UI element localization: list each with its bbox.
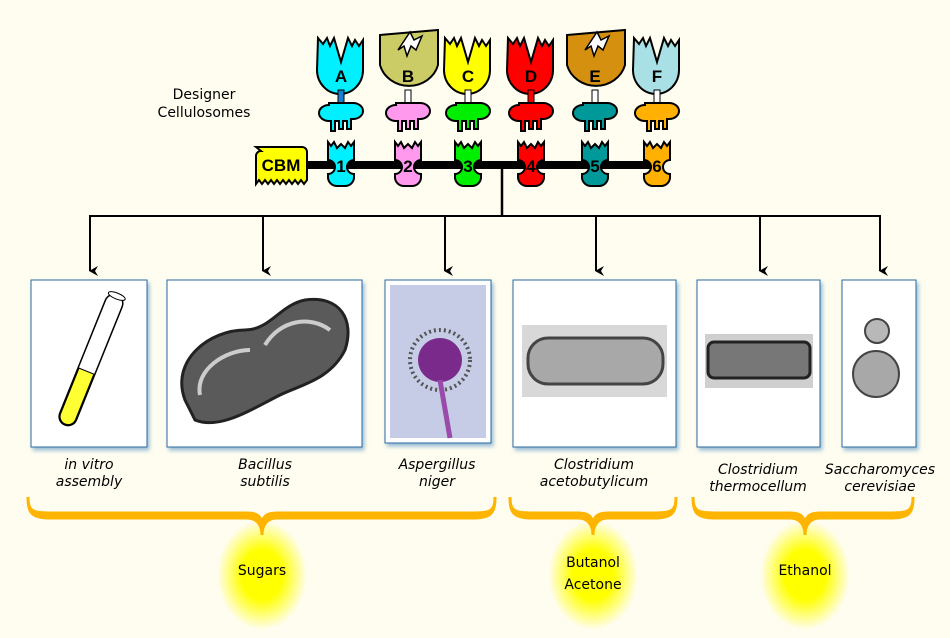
module-b: B2 xyxy=(379,28,439,188)
enzyme-a-shape xyxy=(315,35,364,95)
product-line-1: Sugars xyxy=(238,563,286,579)
dockerin-e xyxy=(572,102,618,132)
cohesin-3 xyxy=(454,139,482,188)
enzyme-label: D xyxy=(525,67,537,86)
enzyme-label: E xyxy=(589,67,600,86)
enzyme-label: F xyxy=(652,67,662,86)
module-a: A1 xyxy=(315,35,364,188)
aspergillus-micrograph xyxy=(390,285,486,439)
host-name-line-1: Saccharomyces xyxy=(825,462,935,478)
dockerin-b xyxy=(385,102,431,132)
enzyme-label: C xyxy=(462,67,474,86)
title-line-1: Designer xyxy=(173,87,236,103)
enzyme-b-shape xyxy=(379,28,439,87)
linker xyxy=(527,89,535,104)
glow xyxy=(760,520,850,630)
host-name-line-1: in vitro xyxy=(64,457,113,473)
product-line-2: Acetone xyxy=(564,577,621,593)
cohesin-label: 6 xyxy=(652,157,661,176)
cohesin-label: 1 xyxy=(336,157,345,176)
host-name-line-2: subtilis xyxy=(240,474,290,490)
linker xyxy=(337,89,345,104)
host-name-line-2: thermocellum xyxy=(709,479,807,495)
brace xyxy=(26,496,497,536)
catalytic-cleft-icon xyxy=(397,30,424,59)
brace xyxy=(508,496,678,536)
cohesin-6 xyxy=(643,139,671,188)
clostridium-acetobutylicum-micrograph xyxy=(522,325,667,397)
enzyme-e-shape xyxy=(566,28,626,87)
cohesin-label: 4 xyxy=(526,157,536,176)
glow xyxy=(217,520,307,630)
cbm-label: CBM xyxy=(262,156,301,175)
dockerin-c xyxy=(445,102,491,132)
cohesin-4 xyxy=(517,139,545,188)
dockerin-a xyxy=(318,102,364,132)
cbm-module: CBM xyxy=(253,146,308,187)
clostridium-thermocellum-micrograph xyxy=(705,334,813,388)
linker xyxy=(404,89,412,104)
module-f: F6 xyxy=(631,35,680,188)
enzyme-d-shape xyxy=(505,35,554,95)
enzyme-c-shape xyxy=(442,35,491,95)
cohesin-1 xyxy=(327,139,355,188)
brace xyxy=(691,496,915,536)
enzyme-label: B xyxy=(402,67,414,86)
host-name-line-1: Aspergillus xyxy=(398,457,476,473)
host-name-line-2: cerevisiae xyxy=(844,479,915,495)
cohesin-label: 5 xyxy=(590,157,599,176)
dockerin-d xyxy=(508,102,554,132)
yeast-micrograph xyxy=(852,318,900,398)
cohesin-5 xyxy=(581,139,609,188)
host-name-line-1: Clostridium xyxy=(554,457,634,473)
arrows xyxy=(89,216,888,276)
dockerin-f xyxy=(634,102,680,132)
panel-in-vitro xyxy=(30,279,148,448)
host-name-line-2: acetobutylicum xyxy=(540,474,648,490)
linker xyxy=(591,89,599,104)
product-group: Ethanol xyxy=(691,496,915,630)
linker xyxy=(653,89,661,104)
cohesin-2 xyxy=(394,139,422,188)
host-name-line-2: niger xyxy=(419,474,456,490)
product-line-1: Butanol xyxy=(566,555,620,571)
module-e: E5 xyxy=(566,28,626,188)
enzyme-f-shape xyxy=(631,35,680,95)
glow xyxy=(548,520,638,630)
test-tube-icon xyxy=(58,291,126,427)
enzyme-label: A xyxy=(335,67,347,86)
cohesin-label: 2 xyxy=(403,157,412,176)
product-line-1: Ethanol xyxy=(778,563,831,579)
host-name-line-1: Bacillus xyxy=(238,457,292,473)
host-name-line-1: Clostridium xyxy=(718,462,798,478)
linker xyxy=(464,89,472,104)
title-line-2: Cellulosomes xyxy=(158,105,251,121)
host-name-line-2: assembly xyxy=(56,474,123,490)
module-d: D4 xyxy=(505,35,554,188)
bacillus-micrograph xyxy=(180,297,350,425)
product-group: Sugars xyxy=(26,496,497,630)
catalytic-cleft-icon xyxy=(584,30,611,59)
cohesin-label: 3 xyxy=(463,157,472,176)
module-c: C3 xyxy=(442,35,491,188)
